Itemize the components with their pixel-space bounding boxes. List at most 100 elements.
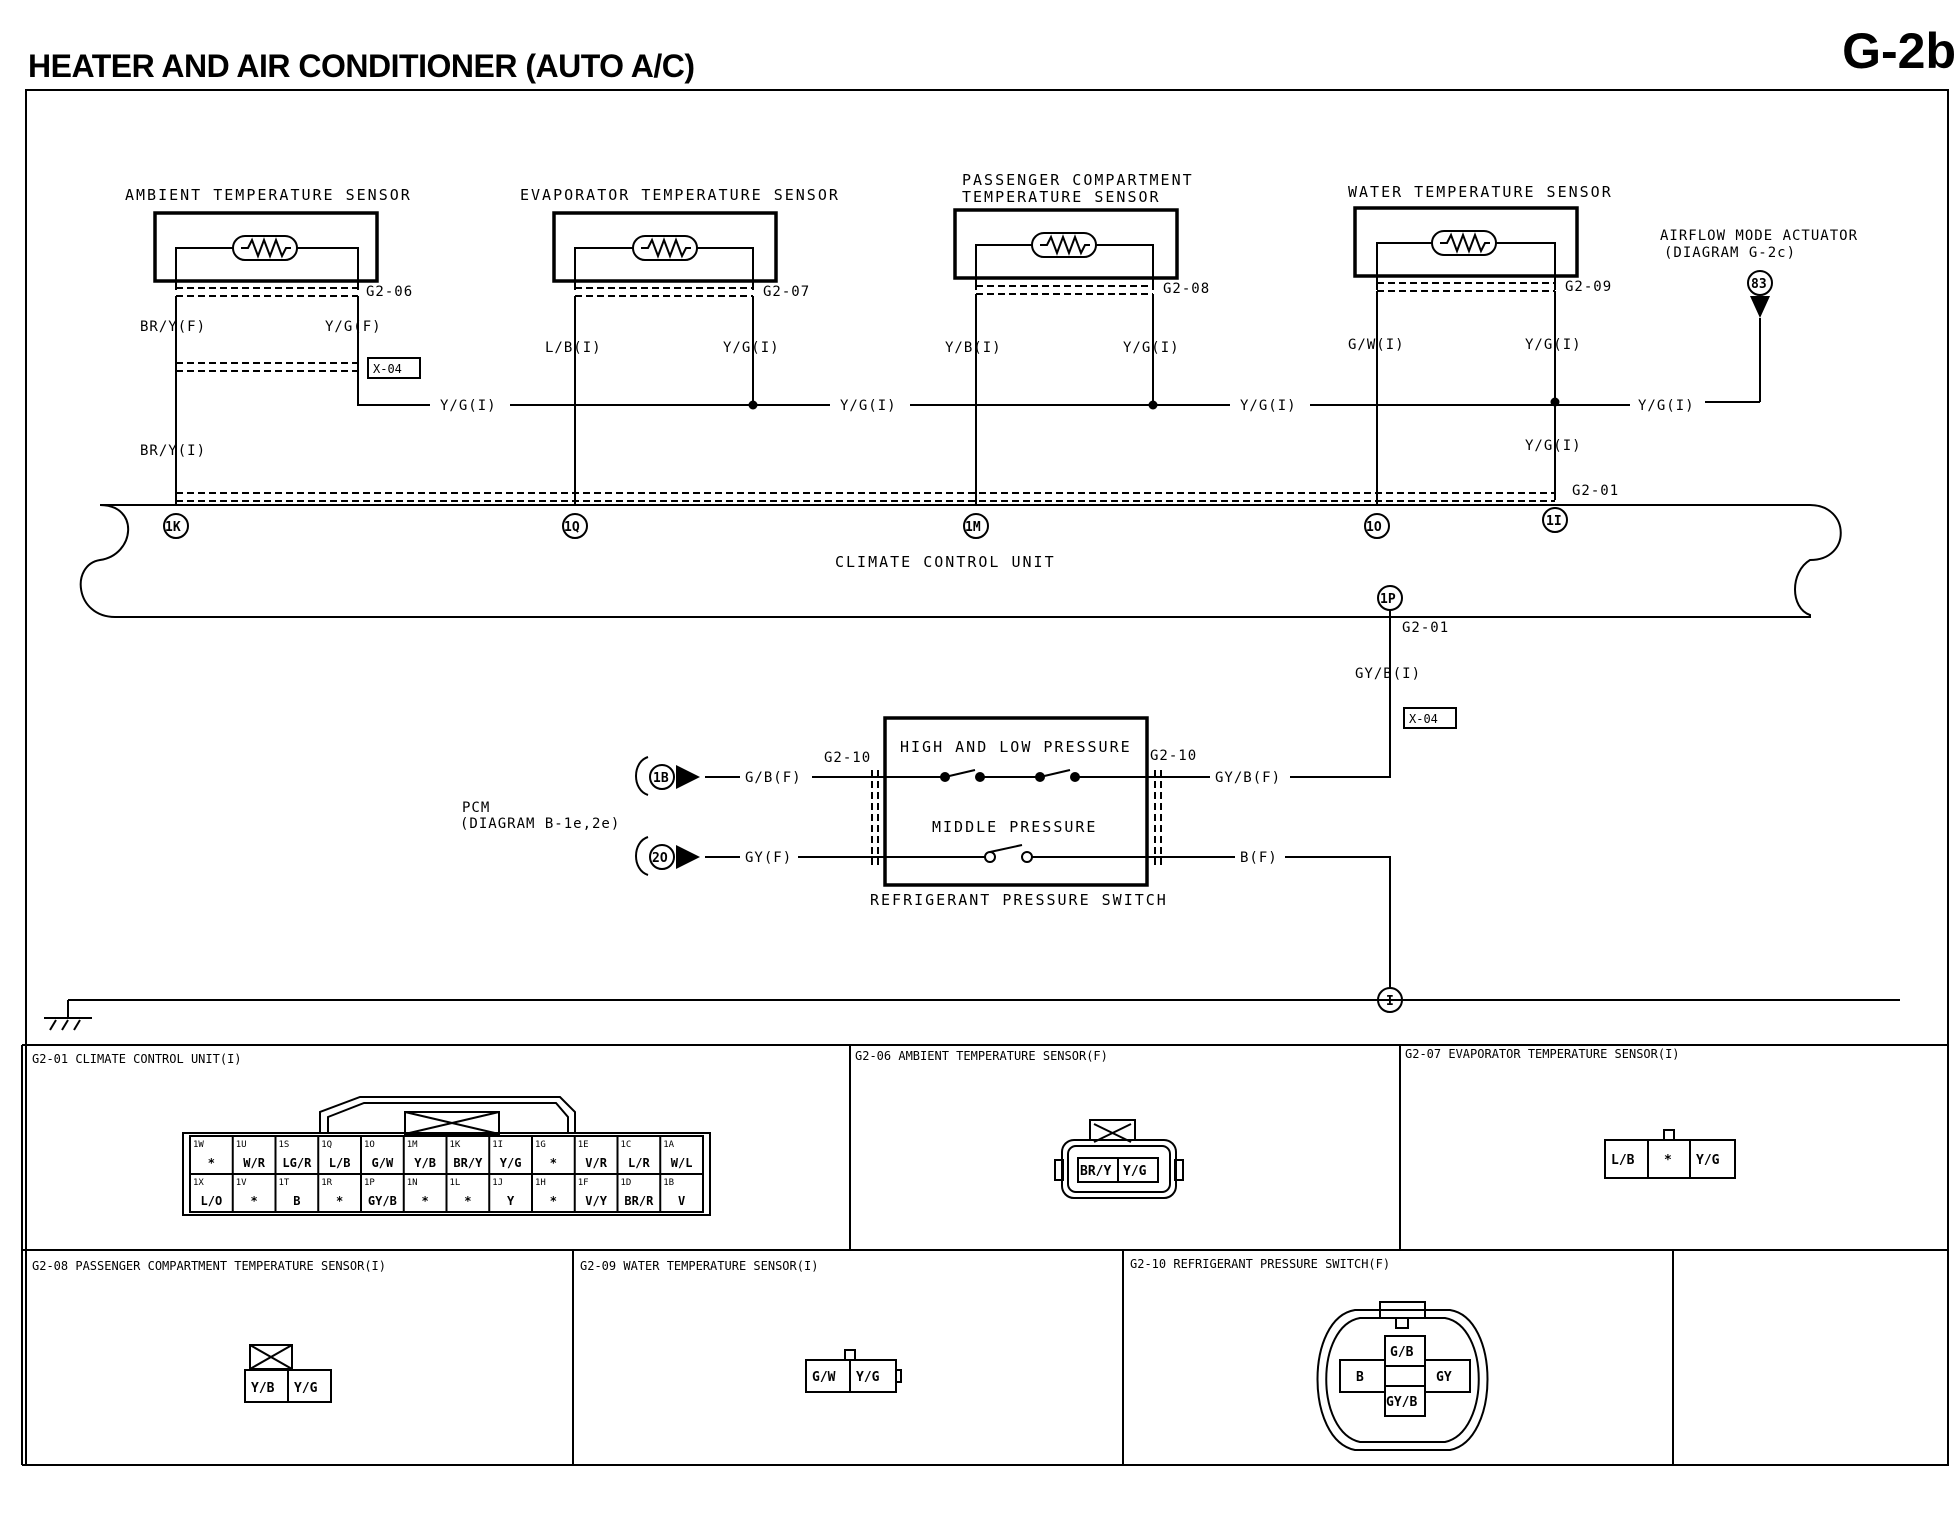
g2-10-pin-top: G/B [1390, 1345, 1414, 1360]
ccu-cell-wire: L/B [329, 1156, 351, 1170]
g2-09-connector-face: G/W Y/G [805, 1349, 902, 1393]
g2-10-right-label: G2-10 [1150, 748, 1197, 764]
g2-09-panel-title: G2-09 WATER TEMPERATURE SENSOR(I) [580, 1259, 818, 1273]
ccu-cell-wire: * [550, 1194, 557, 1208]
ccu-cell-pin: 1T [279, 1178, 290, 1188]
ground-line: I [44, 987, 1900, 1031]
g2-07-pin-2: * [1664, 1153, 1672, 1168]
water-temperature-sensor: WATER TEMPERATURE SENSOR G2-09 G/W(I) Y/… [1348, 183, 1613, 353]
gyb-i-wire: GY/B(I) [1355, 666, 1421, 682]
ccu-cell-pin: 1C [621, 1140, 632, 1150]
ccu-cell-wire: BR/R [624, 1194, 654, 1208]
ccu-cell-pin: 1W [193, 1140, 204, 1150]
g2-07-pin-3: Y/G [1696, 1153, 1720, 1168]
ccu-cell-wire: B [293, 1194, 300, 1208]
g2-10-pin-right: GY [1436, 1370, 1452, 1385]
bus-wire-3: Y/G(I) [1240, 398, 1297, 414]
g2-08-connector-face: Y/B Y/G [244, 1344, 332, 1403]
ccu-pin-1m: 1M [965, 520, 981, 535]
ccu-cell-pin: 1V [236, 1178, 247, 1188]
evaporator-right-wire: Y/G(I) [723, 340, 780, 356]
gyb-f-wire: GY/B(F) [1215, 770, 1281, 786]
bus-wire-2: Y/G(I) [840, 398, 897, 414]
g2-01-bottom-label: G2-01 [1402, 620, 1449, 636]
g2-07-pin-1: L/B [1611, 1153, 1635, 1168]
g2-08-connector-label: G2-08 [1163, 281, 1210, 297]
ambient-sensor-label: AMBIENT TEMPERATURE SENSOR [125, 186, 412, 204]
ccu-cell-wire: GY/B [368, 1194, 397, 1208]
g2-07-panel-title: G2-07 EVAPORATOR TEMPERATURE SENSOR(I) [1405, 1047, 1680, 1061]
b-f-wire: B(F) [1240, 850, 1278, 866]
ambient-temperature-sensor: AMBIENT TEMPERATURE SENSOR G2-06 BR/Y(F)… [125, 186, 412, 335]
page-title: HEATER AND AIR CONDITIONER (AUTO A/C) [28, 48, 695, 84]
x-04-label: X-04 [373, 362, 402, 376]
pcm-pin-2o: 2O [652, 851, 668, 866]
ccu-cell-wire: W/R [243, 1156, 265, 1170]
page-code: G-2b [1842, 23, 1956, 79]
ccu-pin-1p: 1P [1380, 592, 1396, 607]
g2-10-pin-left: B [1356, 1370, 1364, 1385]
water-left-wire: G/W(I) [1348, 337, 1405, 353]
ccu-cell-wire: * [422, 1194, 429, 1208]
g2-06-connector-face: BR/Y Y/G [1054, 1119, 1184, 1199]
g2-09-connector-label: G2-09 [1565, 279, 1612, 295]
ccu-cell-wire: LG/R [282, 1156, 312, 1170]
arrow-right-icon [676, 845, 700, 869]
high-low-pressure-label: HIGH AND LOW PRESSURE [900, 738, 1132, 756]
x-04-connector-box [367, 357, 421, 379]
ambient-lower-wire: BR/Y(I) [140, 443, 206, 459]
ccu-label: CLIMATE CONTROL UNIT [835, 553, 1056, 571]
ccu-cell-wire: Y/G [500, 1156, 522, 1170]
ccu-cell-pin: 1I [492, 1140, 503, 1150]
arrow-down-icon [1750, 296, 1770, 318]
ccu-cell-pin: 1R [321, 1178, 332, 1188]
refrigerant-pressure-switch: HIGH AND LOW PRESSURE MIDDLE PRESSURE RE… [870, 716, 1168, 909]
arrow-right-icon [676, 765, 700, 789]
ccu-cell-wire: V [678, 1194, 685, 1208]
gy-f-wire: GY(F) [745, 850, 792, 866]
ambient-left-wire: BR/Y(F) [140, 319, 206, 335]
ccu-cell-pin: 1H [535, 1178, 546, 1188]
ccu-cell-pin: 1Q [321, 1140, 332, 1150]
evaporator-sensor-label: EVAPORATOR TEMPERATURE SENSOR [520, 186, 840, 204]
pcm-label-line1: PCM [462, 800, 490, 816]
connector-panels: G2-01 CLIMATE CONTROL UNIT(I) G2-06 AMBI… [21, 1044, 1948, 1466]
ccu-cell-pin: 1U [236, 1140, 247, 1150]
switch-name-label: REFRIGERANT PRESSURE SWITCH [870, 891, 1168, 909]
ccu-pin-1o: 1O [1366, 520, 1382, 535]
ccu-cell-pin: 1F [578, 1178, 589, 1188]
ccu-cell-wire: W/L [671, 1156, 693, 1170]
ccu-cell-pin: 1O [364, 1140, 375, 1150]
ccu-cell-wire: L/R [628, 1156, 650, 1170]
ccu-cell-pin: 1S [279, 1140, 290, 1150]
ccu-cell-pin: 1M [407, 1140, 418, 1150]
ccu-cell-wire: * [464, 1194, 471, 1208]
ccu-pin-1q: 1Q [564, 520, 580, 535]
ccu-cell-pin: 1N [407, 1178, 418, 1188]
ccu-cell-wire: * [208, 1156, 215, 1170]
ccu-cell-wire: G/W [372, 1156, 394, 1170]
airflow-label-line2: (DIAGRAM G-2c) [1664, 245, 1796, 261]
g2-09-pin-1: G/W [812, 1370, 836, 1385]
passenger-right-wire: Y/G(I) [1123, 340, 1180, 356]
water-sensor-label: WATER TEMPERATURE SENSOR [1348, 183, 1613, 201]
middle-pressure-label: MIDDLE PRESSURE [932, 818, 1097, 836]
x-04-lower-box [1403, 707, 1457, 729]
passenger-sensor-label-line2: TEMPERATURE SENSOR [962, 188, 1161, 206]
passenger-compartment-temperature-sensor: PASSENGER COMPARTMENT TEMPERATURE SENSOR… [945, 171, 1210, 356]
ccu-pin-1i: 1I [1546, 514, 1562, 529]
pcm-pin-1b: 1B [653, 771, 669, 786]
g2-06-pin-1: BR/Y [1080, 1164, 1111, 1179]
ground-pin: I [1386, 994, 1394, 1009]
g2-10-connector-face: G/B B GY GY/B [1316, 1301, 1489, 1451]
airflow-mode-actuator: AIRFLOW MODE ACTUATOR (DIAGRAM G-2c) 83 [1660, 228, 1857, 402]
passenger-left-wire: Y/B(I) [945, 340, 1002, 356]
ccu-cell-pin: 1L [450, 1178, 461, 1188]
g2-10-panel-title: G2-10 REFRIGERANT PRESSURE SWITCH(F) [1130, 1257, 1390, 1271]
g2-06-pin-2: Y/G [1123, 1164, 1147, 1179]
ccu-cell-pin: 1D [621, 1178, 632, 1188]
g2-07-connector-face: L/B * Y/G [1604, 1129, 1736, 1179]
ccu-cell-pin: 1K [450, 1140, 461, 1150]
airflow-pin: 83 [1751, 277, 1767, 292]
